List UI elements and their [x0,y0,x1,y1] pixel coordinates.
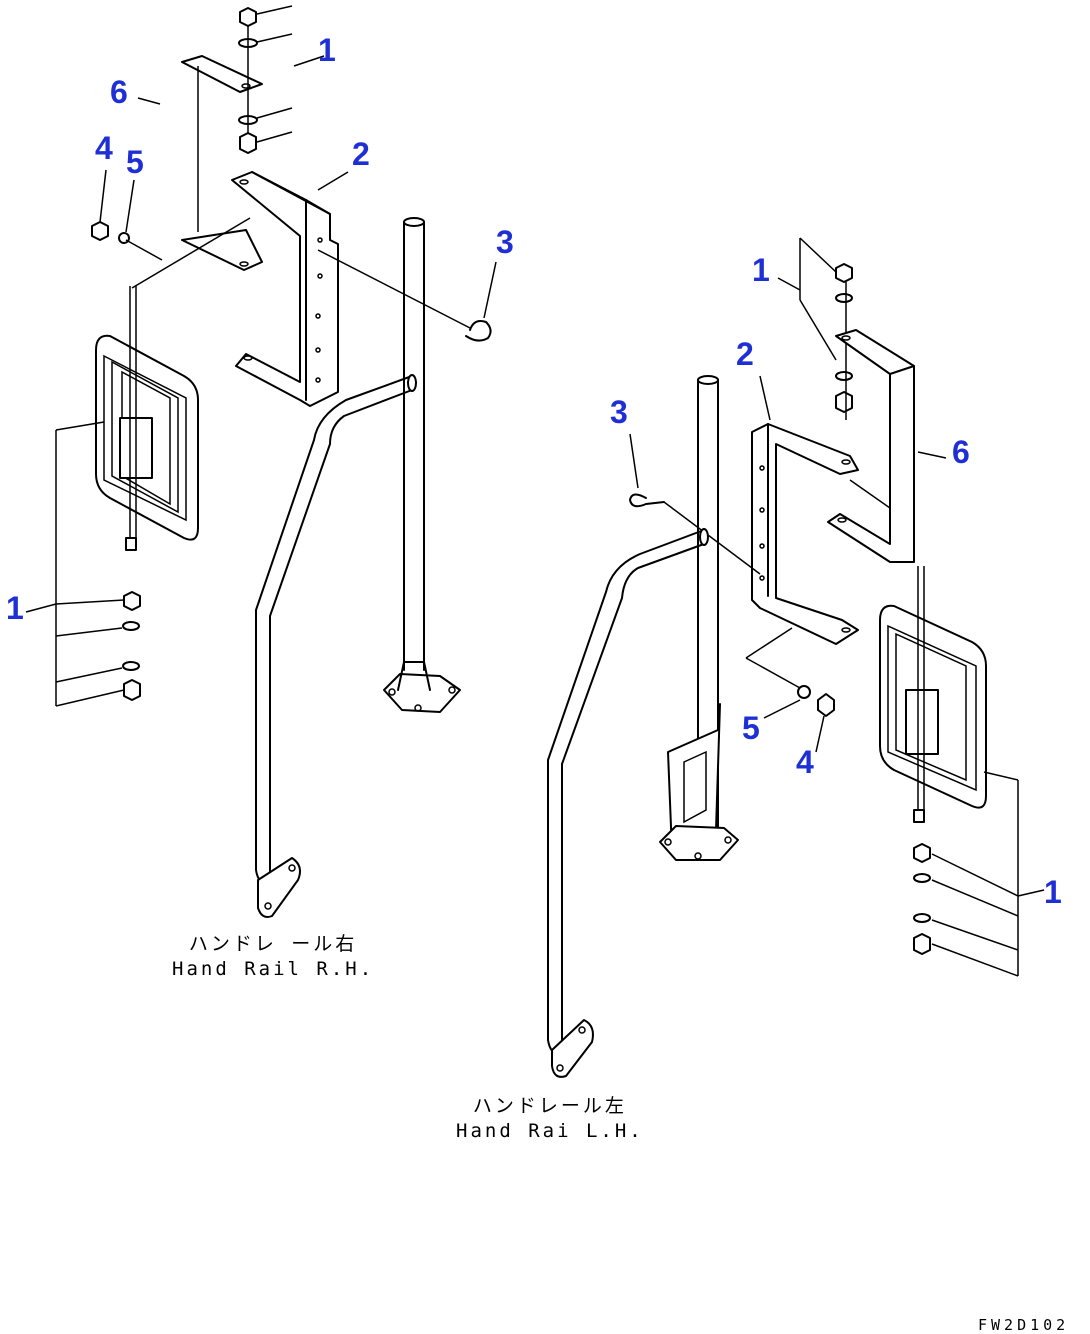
clip-part-3-left [465,320,492,342]
mirror-left [95,286,199,551]
clip-part-3-right [629,493,665,508]
post-left [383,217,461,713]
caption-hand-rail-lh-jp: ハンドレール左 [472,1095,627,1117]
callout-6-left: 6 [110,74,128,110]
mirror-right [879,566,987,823]
callout-1-bottom-right: 1 [1044,874,1062,910]
callout-6-right: 6 [952,434,970,470]
plate-part-6-right [827,329,915,563]
callout-4-left: 4 [95,130,113,166]
callout-3-left: 3 [496,224,514,260]
caption-hand-rail-rh-jp: ハンドレ ール右 [188,933,358,955]
bracket-part-2-right [751,423,859,645]
top-fastener-stack-right [799,237,853,420]
washer-part-5-right [797,685,811,699]
bottom-fastener-stack-left [55,421,141,707]
handrail-right-hand [255,374,417,918]
callout-5-right: 5 [742,710,760,746]
caption-hand-rail-rh: ハンドレ ール右 Hand Rail R.H. [172,932,374,981]
drawing-code: FW2D102 [978,1316,1070,1334]
callout-1-top-right: 1 [752,252,770,288]
handrail-left-hand [547,528,709,1078]
nut-part-4-left [91,221,109,241]
callout-5-left: 5 [126,144,144,180]
bottom-fastener-stack-right [913,771,1019,977]
nut-part-4-right [817,693,835,717]
caption-hand-rail-lh-en: Hand Rai L.H. [456,1119,644,1142]
caption-hand-rail-rh-en: Hand Rail R.H. [172,957,375,980]
plate-part-6-left [181,26,263,232]
callout-4-right: 4 [796,744,814,780]
callout-1-bottom-left: 1 [6,590,24,626]
right-assembly [547,237,1019,1078]
callout-1-top-left: 1 [318,32,336,68]
callout-2-right: 2 [736,336,754,372]
caption-hand-rail-lh: ハンドレール左 Hand Rai L.H. [456,1094,644,1143]
callout-3-right: 3 [610,394,628,430]
post-right [659,375,739,861]
callout-2-left: 2 [352,136,370,172]
leader-lines [25,55,1045,897]
left-assembly [55,5,492,918]
bracket-part-2-left [181,171,339,407]
